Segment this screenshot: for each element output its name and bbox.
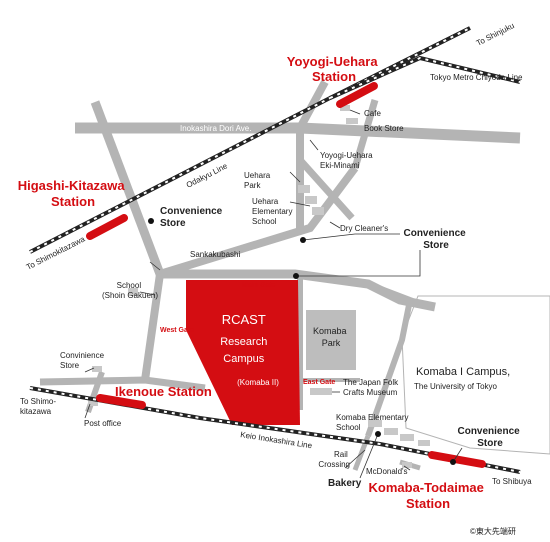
- building-komaba-school-d: [418, 440, 430, 446]
- cafe-label: Cafe: [364, 109, 381, 118]
- building-bookstore: [346, 118, 358, 124]
- road-yoyogi-ne: [351, 99, 379, 169]
- post-office-label: Post office: [84, 419, 122, 428]
- road-to-komaba: [365, 281, 414, 438]
- bakery-label: Bakery: [328, 478, 362, 489]
- inokashira-dori-label: Inokashira Dori Ave.: [180, 124, 251, 133]
- school-shoin-label: School (Shoin Gakuen): [102, 281, 158, 300]
- convenience-store-1-label: Convenience Store: [160, 206, 225, 229]
- building-convinience-store: [92, 366, 102, 372]
- road-uehara-branch: [297, 157, 355, 221]
- convenience-store-2-label: Convenience Store: [403, 228, 468, 251]
- rcast-campus-area: [186, 280, 300, 425]
- komaba-park-area: [306, 310, 356, 370]
- main-gate-label: Main Gate: [242, 282, 276, 289]
- to-shinjuku-label: To Shinjuku: [475, 21, 516, 48]
- dry-cleaners-label: Dry Cleaner's: [340, 224, 388, 233]
- to-shimo-kitazawa-label: To Shimo- kitazawa: [20, 397, 58, 416]
- chiyoda-line-label: Tokyo Metro Chiyoda Line: [430, 73, 523, 82]
- east-gate-label: East Gate: [303, 379, 335, 386]
- odakyu-line-label: Odakyu Line: [185, 161, 230, 190]
- building-post-office: [88, 398, 98, 406]
- convenience-store-1-dot: [148, 218, 154, 224]
- copyright-label: ©東大先端研: [470, 526, 516, 536]
- main-gate-dot: [293, 273, 299, 279]
- folk-museum-label: The Japan Folk Crafts Museum: [343, 378, 400, 397]
- convenience-store-2-dot: [300, 237, 306, 243]
- rcast-campus-label: RCAST Research Campus (Komaba II): [220, 311, 279, 387]
- convenience-store-4-dot: [450, 459, 456, 465]
- rail-crossing-label: Rail Crossing: [318, 450, 350, 469]
- building-uehara-b: [305, 196, 317, 204]
- road-ikenoue-west: [39, 376, 206, 392]
- building-uehara-a: [298, 185, 310, 193]
- komaba-todaimae-station-label: Komaba-Todaimae Station: [369, 480, 488, 511]
- road-west-vertical: [141, 273, 164, 381]
- building-school-shoin: [128, 288, 138, 296]
- ikenoue-station-label: Ikenoue Station: [115, 384, 212, 399]
- building-mcdonalds: [402, 462, 412, 468]
- komaba-park-label: Komaba Park: [313, 326, 349, 348]
- convinience-store-label: Convinience Store: [60, 351, 106, 370]
- higashi-kitazawa-station-label: Higashi-Kitazawa Station: [18, 178, 129, 209]
- building-cafe: [340, 105, 350, 111]
- komaba-todaimae-station-marker: [428, 451, 486, 468]
- west-gate-label: West Gate: [160, 327, 194, 334]
- higashi-kitazawa-station-marker: [86, 214, 128, 240]
- sankakubashi-label: Sankakubashi: [190, 250, 240, 259]
- bakery-dot: [375, 431, 381, 437]
- uehara-park-label: Uehara Park: [244, 171, 272, 190]
- mcdonalds-label: McDonald's: [366, 467, 408, 476]
- buildings: [88, 105, 430, 468]
- building-komaba-school-a: [368, 420, 382, 427]
- uehara-school-label: Uehara Elementary School: [252, 197, 295, 226]
- komaba-school-label: Komaba Elementary School: [336, 413, 411, 432]
- komaba-campus-outline: [401, 295, 550, 455]
- yoyogi-uehara-station-marker: [336, 82, 378, 108]
- road-nw-diagonal: [90, 100, 165, 276]
- convenience-store-4-label: Convenience Store: [457, 426, 522, 449]
- chiyoda-line-ties: [329, 56, 521, 99]
- ikenoue-station-marker: [96, 394, 146, 409]
- building-komaba-school-b: [384, 428, 398, 435]
- book-store-label: Book Store: [364, 124, 404, 133]
- komaba-campus-label: Komaba I Campus, The University of Tokyo: [414, 362, 515, 391]
- building-uehara-c: [312, 207, 324, 215]
- yoyogi-uehara-station-label: Yoyogi-Uehara Station: [287, 54, 381, 84]
- to-shibuya-label: To Shibuya: [492, 477, 532, 486]
- building-folk-museum: [310, 388, 332, 395]
- yoyogi-eki-minami-label: Yoyogi-Uehara Eki-Minami: [320, 151, 375, 170]
- road-north-to-yoyogi: [296, 80, 329, 232]
- road-sankakubashi-ne: [158, 165, 359, 278]
- building-komaba-school-c: [400, 434, 414, 441]
